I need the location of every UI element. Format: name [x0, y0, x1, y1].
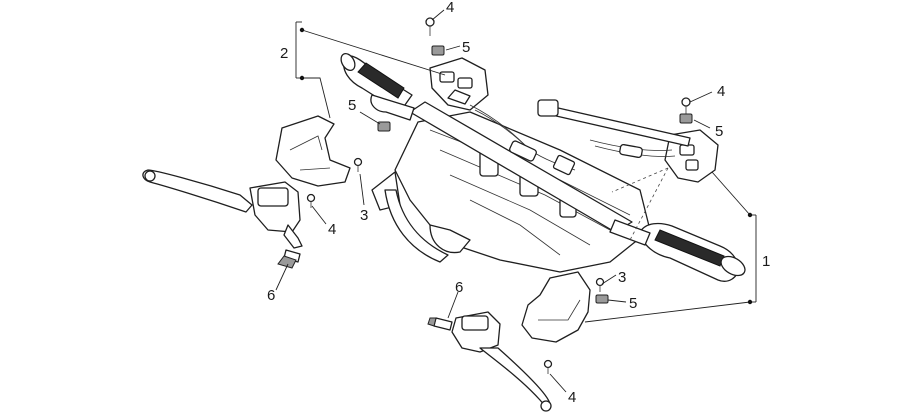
callout-4-bottom: 4 [568, 389, 576, 406]
screw-left-cover [353, 157, 363, 172]
left-brake-lever [142, 169, 253, 213]
leader-lines [275, 9, 757, 393]
screw-top [425, 17, 435, 36]
handlebar-frame [371, 111, 651, 273]
callout-6-right: 6 [455, 279, 463, 296]
screw-bottom [543, 359, 553, 374]
callout-6-left: 6 [267, 287, 275, 304]
right-brake-master-cylinder [451, 311, 501, 353]
right-brake-switch [427, 317, 453, 331]
callout-5-right-cover: 5 [629, 295, 637, 312]
handlebar-tube [409, 101, 633, 233]
left-cover [275, 115, 351, 187]
right-grip [609, 219, 746, 282]
left-brake-master-cylinder [249, 181, 303, 249]
dashed-guide-right-2 [629, 167, 669, 241]
callout-4-top: 4 [446, 0, 454, 16]
clip-left [377, 121, 391, 132]
callout-5-right: 5 [715, 123, 723, 140]
clip-right [679, 113, 693, 124]
left-switch-housing [429, 57, 489, 111]
right-cover [521, 271, 591, 343]
clip-top [431, 45, 445, 56]
left-wiring [469, 104, 576, 176]
right-brake-lever [479, 347, 552, 412]
screw-left-lower [306, 193, 316, 208]
callout-2: 2 [280, 45, 288, 62]
callout-3-right: 3 [618, 269, 626, 286]
callout-3-left: 3 [360, 207, 368, 224]
screw-right [681, 97, 691, 114]
clip-right-cover [595, 294, 609, 304]
callout-5-left: 5 [348, 97, 356, 114]
right-wiring [537, 99, 691, 159]
left-grip [340, 52, 415, 121]
callout-4-left: 4 [328, 221, 336, 238]
dashed-guide-right [611, 167, 669, 193]
left-brake-switch [277, 249, 301, 269]
callout-4-right: 4 [717, 83, 725, 100]
callout-1: 1 [762, 253, 770, 270]
callout-5-top: 5 [462, 39, 470, 56]
screw-right-cover [595, 277, 605, 292]
